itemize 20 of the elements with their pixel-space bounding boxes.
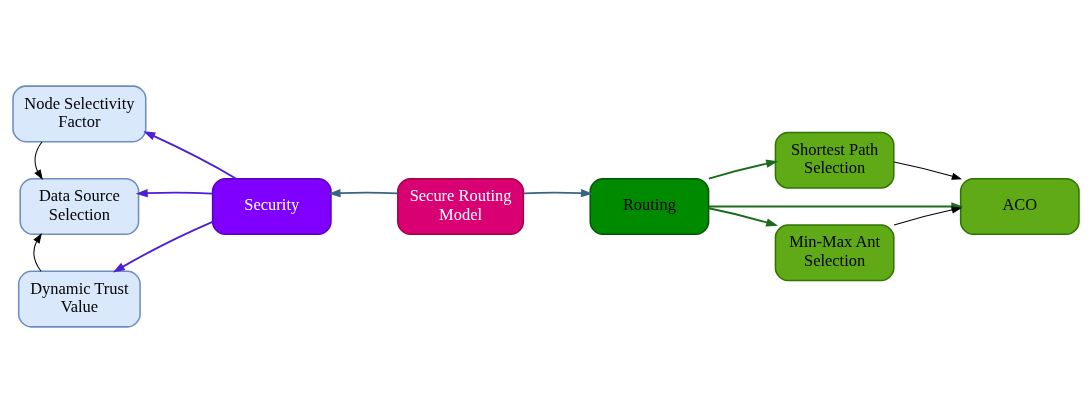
- node-box: Node Selectivity Factor: [12, 84, 147, 142]
- arrow: [707, 159, 779, 180]
- node-box: Secure Routing Model: [397, 177, 525, 235]
- arrow: [328, 188, 399, 197]
- node-box: Dynamic Trust Value: [17, 270, 141, 328]
- arrow: [135, 188, 214, 197]
- arrow: [143, 130, 238, 180]
- arrow: [33, 232, 42, 272]
- node-box: Security: [211, 177, 332, 235]
- arrow: [34, 140, 43, 180]
- node-box: Data Source Selection: [19, 177, 140, 235]
- arrow: [112, 220, 214, 272]
- arrow: [893, 205, 963, 225]
- node-box: Min-Max Ant Selection: [774, 223, 895, 281]
- node-box: Routing: [589, 177, 710, 235]
- arrow: [522, 188, 593, 197]
- node-box: Shortest Path Selection: [774, 131, 895, 189]
- node-box: ACO: [959, 177, 1080, 235]
- arrow: [707, 206, 779, 226]
- arrow: [893, 160, 963, 180]
